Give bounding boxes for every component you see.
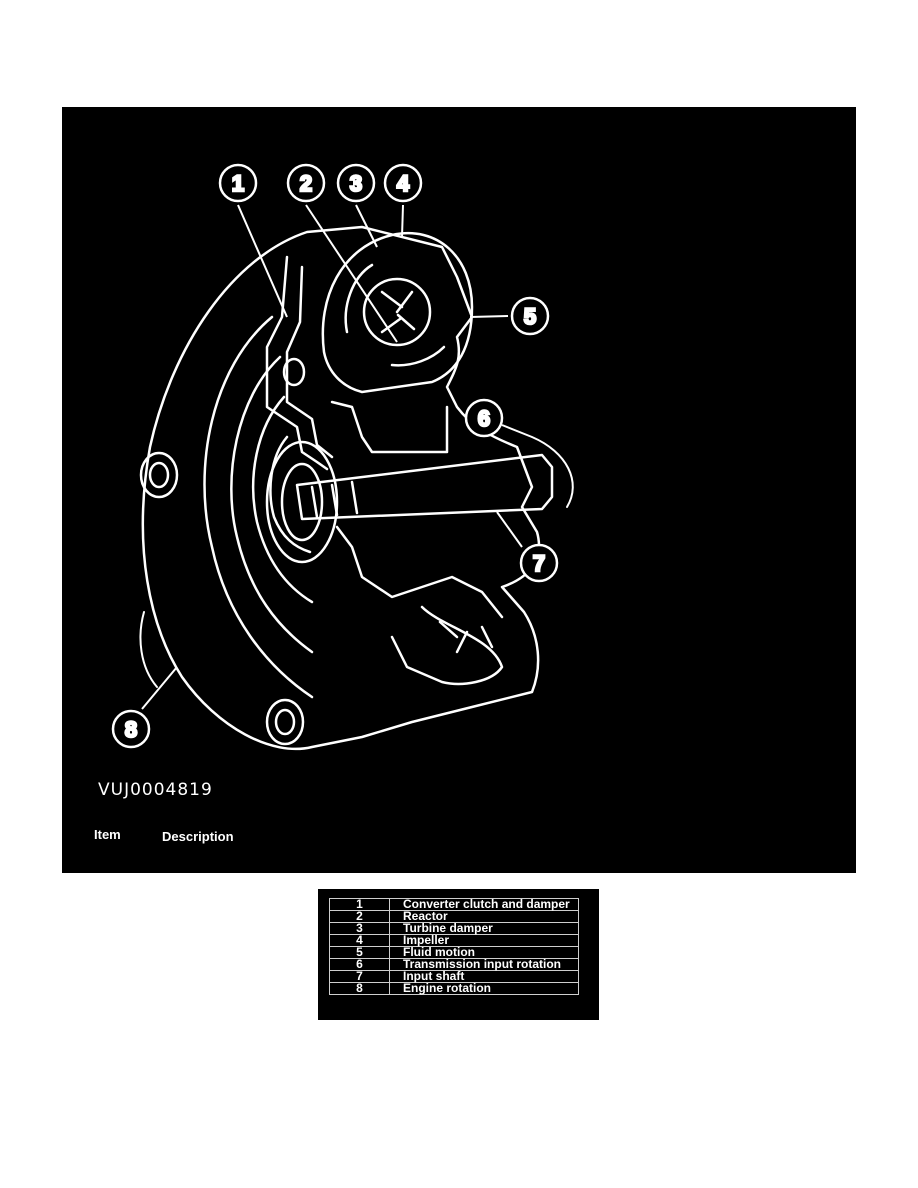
turbine-hub-upper	[330, 400, 449, 454]
torque-converter-figure: 1 2 3 4 5 6 7 8 VUJ0004819 Item Descript…	[62, 107, 856, 873]
impeller-lower	[390, 605, 504, 686]
mounting-lug-left-bore	[148, 461, 170, 489]
svg-text:6: 6	[478, 406, 490, 431]
legend-header-item: Item	[94, 827, 121, 842]
leader-line-8	[141, 666, 178, 710]
callout-8: 8	[111, 709, 151, 749]
converter-hub	[265, 440, 339, 564]
shaft-spline-3	[350, 480, 359, 515]
legend-table: 1 Converter clutch and damper 2 Reactor …	[329, 898, 579, 995]
svg-text:5: 5	[524, 304, 536, 329]
fluid-motion-arrow-left	[344, 263, 374, 334]
callout-6: 6	[464, 398, 504, 438]
fluid-motion-arrow-bottom	[390, 345, 446, 367]
legend-row: 1 Converter clutch and damper	[329, 898, 579, 911]
clutch-damper-section	[265, 255, 329, 471]
leader-line-4	[401, 204, 404, 238]
callout-1: 1	[218, 163, 258, 203]
legend-row: 2 Reactor	[329, 910, 579, 923]
legend-item-description: Engine rotation	[389, 982, 579, 995]
svg-text:4: 4	[397, 171, 410, 196]
cover-ring-mid	[230, 355, 314, 654]
cover-ring-inner	[251, 395, 314, 604]
legend-item-description: Fluid motion	[389, 946, 579, 959]
legend-row: 5 Fluid motion	[329, 946, 579, 959]
reactor-lower-vanes	[438, 620, 494, 654]
leader-line-1	[237, 204, 288, 318]
callout-2: 2	[286, 163, 326, 203]
transmission-input-rotation-arrow	[531, 436, 574, 508]
callout-5: 5	[510, 296, 550, 336]
legend-row: 6 Transmission input rotation	[329, 958, 579, 971]
legend-item-description: Impeller	[389, 934, 579, 947]
input-shaft	[295, 453, 554, 521]
converter-housing	[141, 225, 541, 751]
turbine-hub-lower	[335, 525, 504, 619]
mounting-lug-bottom	[265, 698, 305, 746]
legend-header-description: Description	[162, 829, 234, 844]
hub-bore	[280, 462, 324, 542]
legend-item-description: Turbine damper	[389, 922, 579, 935]
legend-item-description: Transmission input rotation	[389, 958, 579, 971]
shaft-spline	[310, 485, 319, 519]
svg-text:1: 1	[232, 171, 244, 196]
svg-text:3: 3	[350, 171, 362, 196]
torque-converter-drawing: 1 2 3 4 5 6 7 8	[111, 163, 574, 751]
leader-line-3	[355, 204, 378, 248]
legend-item-description: Converter clutch and damper	[389, 898, 579, 911]
mounting-lug-left	[139, 451, 179, 499]
shaft-spline-2	[330, 483, 339, 517]
legend-row: 8 Engine rotation	[329, 982, 579, 995]
engine-rotation-arrow	[139, 611, 158, 688]
clutch-damper-inner	[285, 265, 334, 459]
legend-row: 3 Turbine damper	[329, 922, 579, 935]
legend-row: 7 Input shaft	[329, 970, 579, 983]
callout-3: 3	[336, 163, 376, 203]
leader-line-7	[496, 511, 523, 548]
callout-4: 4	[383, 163, 423, 203]
svg-text:7: 7	[533, 551, 545, 576]
leader-line-2	[305, 204, 398, 343]
cover-ring-center	[269, 435, 312, 554]
reactor-stator	[362, 277, 432, 347]
figure-id: VUJ0004819	[98, 780, 213, 800]
leader-line-6	[501, 424, 533, 438]
callout-7: 7	[519, 543, 559, 583]
legend-panel: 1 Converter clutch and damper 2 Reactor …	[318, 889, 599, 1020]
leader-line-5	[469, 315, 509, 318]
turbine-torus	[321, 232, 474, 394]
svg-text:2: 2	[300, 171, 312, 196]
reactor-vanes	[380, 290, 416, 334]
svg-text:8: 8	[125, 717, 137, 742]
legend-item-number: 8	[329, 982, 390, 995]
cover-ring-outer	[203, 315, 314, 699]
mounting-lug-bottom-bore	[274, 708, 296, 736]
damper-spring	[282, 357, 306, 387]
